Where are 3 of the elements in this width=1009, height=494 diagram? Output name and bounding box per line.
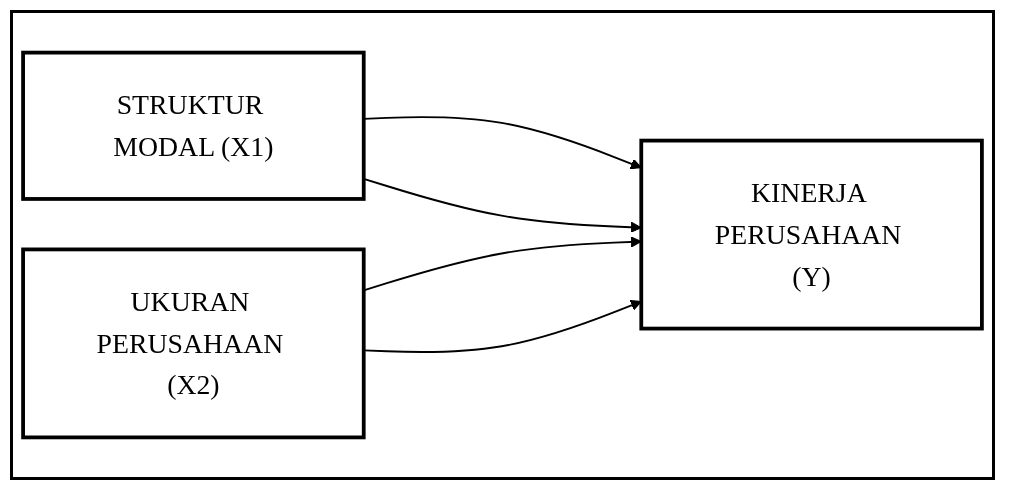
node-box: UKURAN PERUSAHAAN (X2): [21, 247, 366, 440]
node-box: STRUKTUR MODAL (X1): [21, 50, 366, 201]
node-box: KINERJA PERUSAHAAN (Y): [639, 138, 984, 331]
